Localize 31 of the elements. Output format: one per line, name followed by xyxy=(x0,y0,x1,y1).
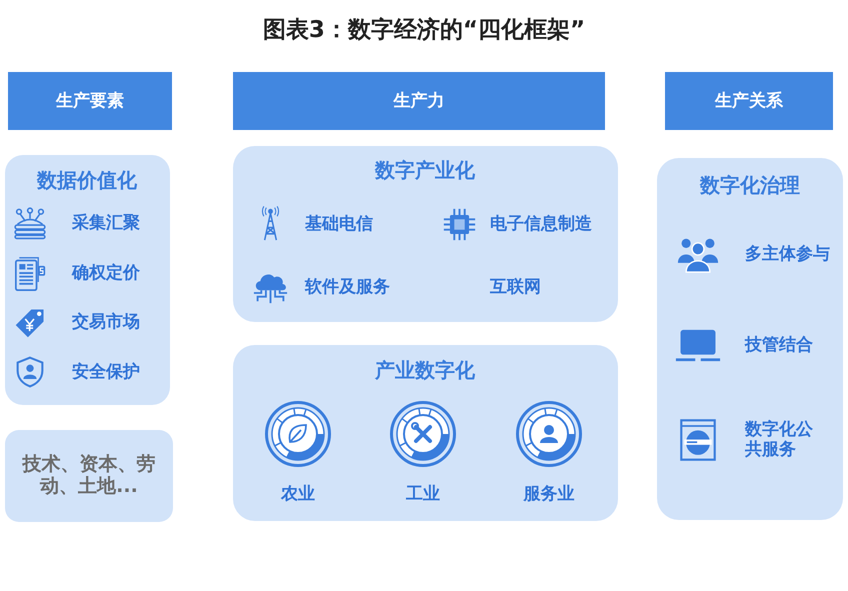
item-label: 采集汇聚 xyxy=(72,212,140,234)
bar-label: 生产力 xyxy=(394,90,444,112)
category-panel xyxy=(233,345,618,521)
item-label: 交易市场 xyxy=(72,312,140,332)
item-label: 软件及服务 xyxy=(305,276,390,298)
category-panel xyxy=(233,146,618,322)
item-label: 安全保护 xyxy=(72,362,140,382)
info-panel xyxy=(5,430,173,522)
item-label: 农业 xyxy=(281,484,315,504)
item-label: 服务业 xyxy=(524,484,574,504)
item-label: 技管结合 xyxy=(745,334,813,356)
item-label: 工业 xyxy=(406,484,440,504)
item-label: 确权定价 xyxy=(72,262,140,284)
item-label: 互联网 xyxy=(490,276,541,298)
panel-heading: 数字产业化 xyxy=(375,158,475,182)
bar-label: 生产要素 xyxy=(56,90,124,112)
panel-text: 技术、资本、劳动、土地... xyxy=(21,454,156,498)
panel-heading: 数据价值化 xyxy=(37,168,137,192)
chart-title: 图表3：数字经济的“四化框架” xyxy=(262,16,586,45)
header-bar xyxy=(665,72,833,130)
category-panel xyxy=(657,158,843,520)
header-bar xyxy=(8,72,172,130)
item-label: 基础电信 xyxy=(305,214,373,234)
panel-heading: 产业数字化 xyxy=(375,358,475,382)
header-bar xyxy=(233,72,605,130)
category-panel xyxy=(5,155,170,405)
panel-heading: 数字化治理 xyxy=(700,173,800,197)
item-label: 电子信息制造 xyxy=(490,214,592,234)
item-label: 多主体参与 xyxy=(745,244,830,264)
item-label: 数字化公共服务 xyxy=(745,420,814,460)
bar-label: 生产关系 xyxy=(715,90,783,112)
